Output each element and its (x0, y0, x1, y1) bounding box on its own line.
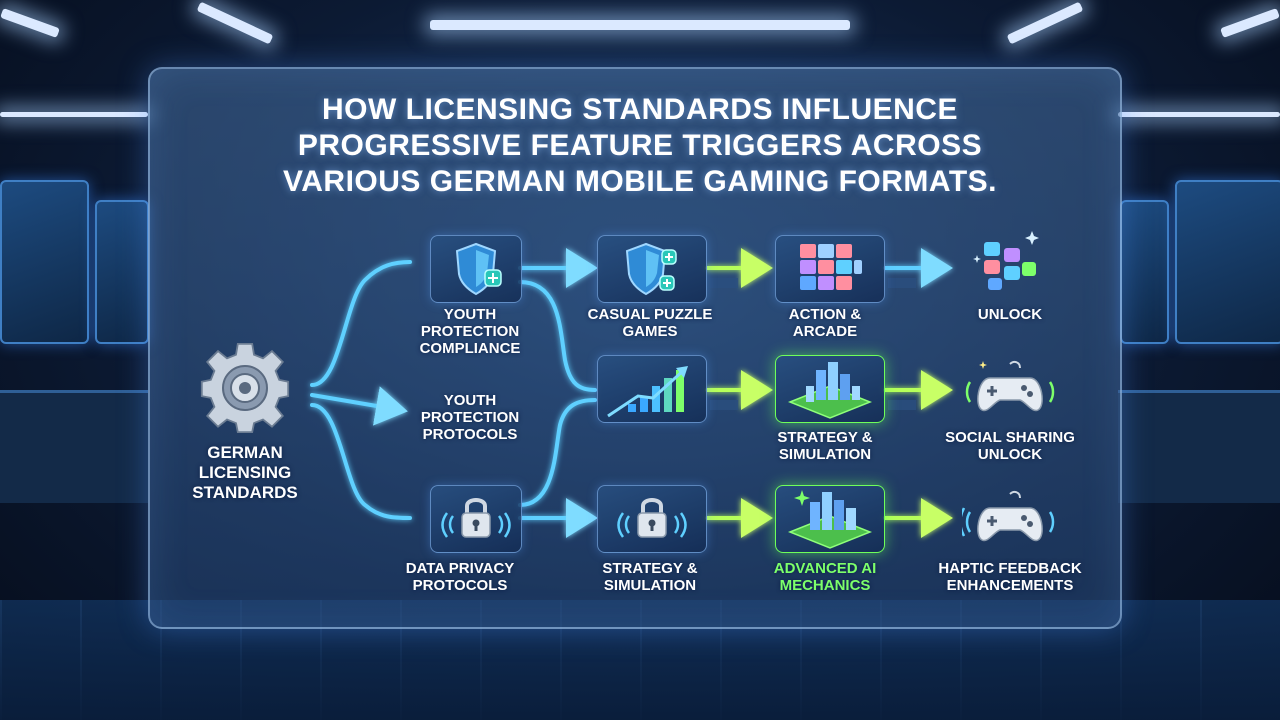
puzzle-icon (973, 231, 1039, 290)
node-strategy-sim-lock-label: Strategy & Simulation (602, 560, 698, 594)
city-icon (787, 490, 873, 549)
node-growth-chart (597, 355, 707, 423)
source-label: German Licensing Standards (192, 443, 298, 502)
lock-icon (617, 498, 687, 538)
node-unlock (970, 230, 1050, 300)
shield-icon (455, 242, 502, 296)
node-strategy-sim-lock (597, 485, 707, 553)
node-social-unlock-label: Social Sharing Unlock (945, 429, 1075, 463)
node-advanced-ai (775, 485, 885, 553)
ceiling-light (430, 20, 850, 30)
ceiling-light (0, 8, 60, 38)
shield-icon (625, 242, 677, 296)
node-youth-compliance-label: Youth Protection Compliance (419, 306, 521, 357)
ceiling-light (1220, 8, 1280, 38)
wall-screen (1175, 180, 1280, 344)
node-strategy-sim-city (775, 355, 885, 423)
ceiling-light (0, 112, 148, 117)
diagram-title: HOW LICENSING STANDARDS INFLUENCE PROGRE… (0, 92, 1280, 200)
wall-screen (0, 180, 89, 344)
node-youth-protocols-label: Youth Protection Protocols (420, 392, 520, 443)
ceiling-light (1006, 1, 1084, 45)
node-unlock-label: Unlock (977, 306, 1043, 323)
node-youth-compliance (430, 235, 522, 303)
wall-screen (95, 200, 149, 344)
ceiling-light (196, 1, 274, 45)
node-social-unlock (962, 358, 1058, 418)
node-haptic-label: Haptic Feedback Enhancements (938, 560, 1082, 594)
node-data-privacy-label: Data Privacy Protocols (405, 560, 515, 594)
console-desk (1118, 390, 1280, 503)
node-advanced-ai-label: Advanced AI Mechanics (773, 560, 877, 594)
gamepad-icon (965, 360, 1055, 412)
node-haptic (959, 488, 1058, 548)
lock-icon (441, 498, 511, 538)
node-strategy-sim-city-label: Strategy & Simulation (777, 429, 873, 463)
puzzle-icon (800, 244, 862, 290)
title-line: HOW LICENSING STANDARDS INFLUENCE (322, 93, 958, 126)
console-desk (0, 390, 148, 503)
node-casual-puzzle-label: Casual Puzzle Games (587, 306, 713, 340)
city-icon (787, 362, 873, 419)
node-action-arcade-label: Action & Arcade (788, 306, 862, 340)
ceiling-light (1118, 112, 1280, 117)
bar-chart-icon (607, 366, 688, 418)
title-line: VARIOUS GERMAN MOBILE GAMING FORMATS. (282, 165, 998, 198)
gamepad-icon (959, 490, 1055, 542)
title-line: PROGRESSIVE FEATURE TRIGGERS ACROSS (297, 129, 983, 162)
node-data-privacy (430, 485, 522, 553)
source-node (195, 338, 295, 438)
node-action-arcade (775, 235, 885, 303)
node-casual-puzzle (597, 235, 707, 303)
wall-screen (1120, 200, 1169, 344)
gear-icon (200, 342, 290, 434)
